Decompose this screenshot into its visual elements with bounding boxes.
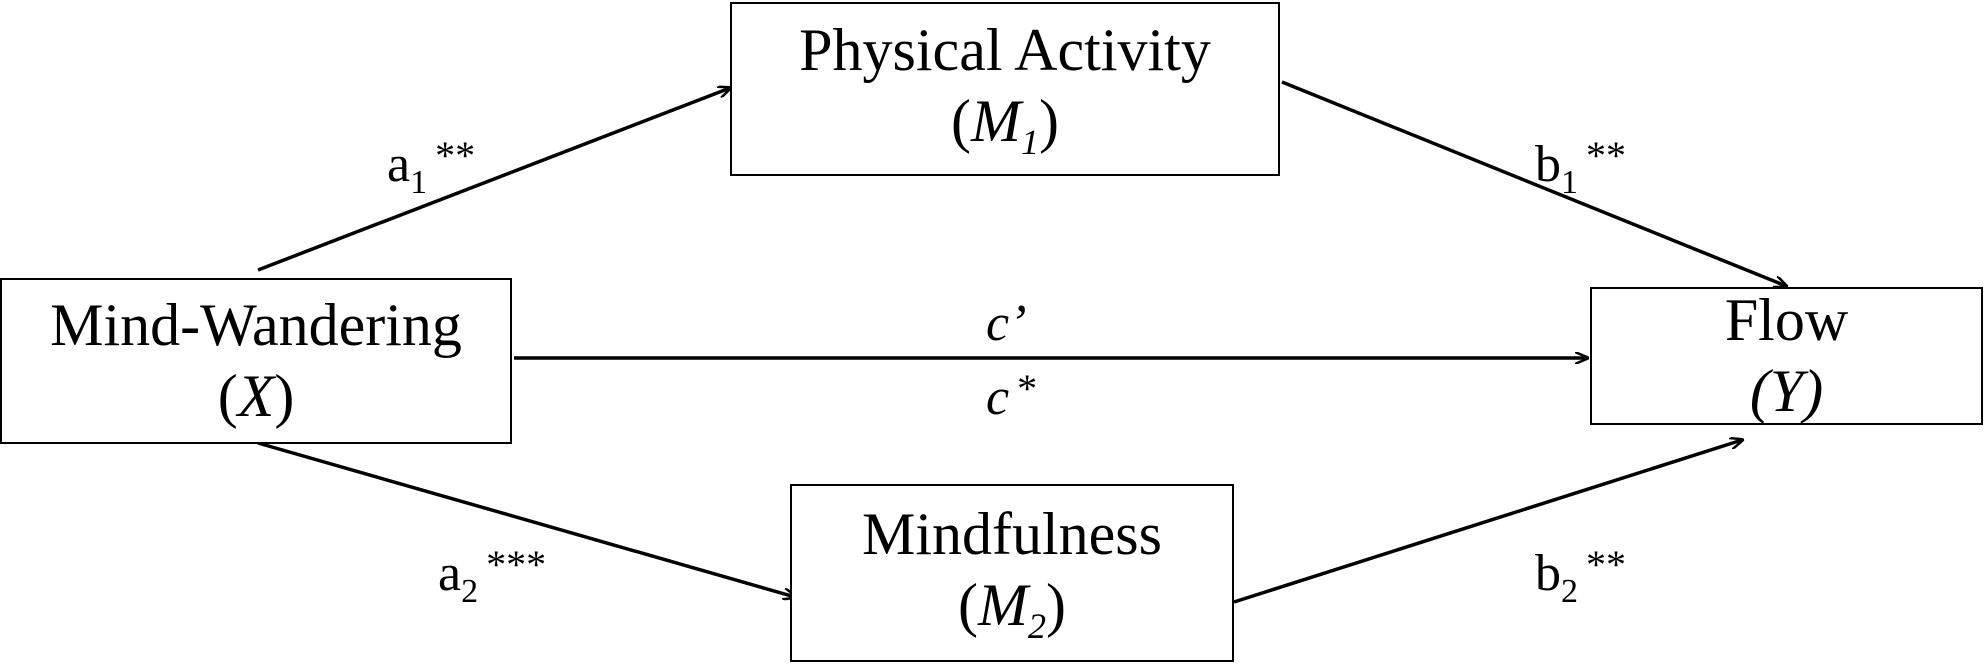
path-label-b2: b2**	[1535, 542, 1626, 610]
node-m1-name: Physical Activity	[799, 16, 1211, 83]
node-m2-symbol: (M2)	[958, 571, 1066, 646]
path-label-c: c*	[986, 366, 1038, 426]
node-x-name: Mind-Wandering	[50, 292, 462, 359]
node-y-symbol: (Y)	[1749, 358, 1824, 424]
path-label-c-prime: c’	[986, 295, 1027, 352]
node-flow: Flow (Y)	[1590, 287, 1983, 425]
arrow-a2	[257, 441, 795, 597]
node-mind-wandering: Mind-Wandering (X)	[0, 278, 512, 444]
node-m2-name: Mindfulness	[862, 500, 1162, 567]
path-label-b1: b1**	[1535, 133, 1626, 201]
node-mindfulness: Mindfulness (M2)	[790, 484, 1234, 662]
path-label-a2: a2***	[438, 542, 547, 610]
arrow-a1	[257, 88, 730, 272]
node-y-name: Flow	[1724, 287, 1849, 354]
node-m1-symbol: (M1)	[951, 87, 1059, 162]
arrow-b1	[1281, 80, 1786, 286]
path-label-a1: a1**	[387, 133, 476, 201]
node-x-symbol: (X)	[217, 363, 295, 429]
node-physical-activity: Physical Activity (M1)	[730, 2, 1280, 176]
arrow-b2	[1233, 440, 1742, 604]
